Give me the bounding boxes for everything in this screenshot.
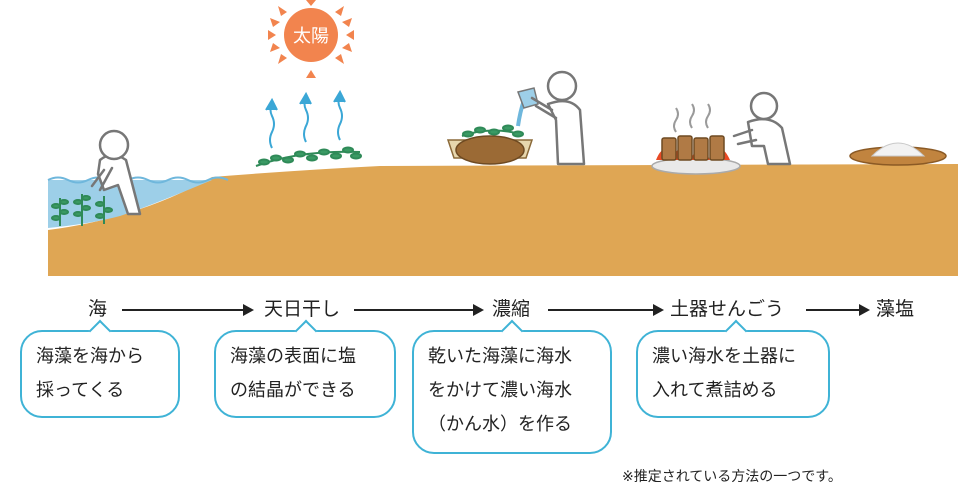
- arrow-3: [548, 304, 664, 316]
- arrow-1: [122, 304, 254, 316]
- description-bubble-pottery-boiling: 濃い海水を土器に 入れて煮詰める: [636, 319, 830, 418]
- description-bubble-concentration: 乾いた海藻に海水 をかけて濃い海水 （かん水）を作る: [412, 319, 612, 454]
- person-icon: [530, 70, 586, 166]
- bubble-pointer: [500, 319, 524, 343]
- step-label-pottery-boiling: 土器せんごう: [670, 298, 785, 320]
- pot-icon: [661, 135, 725, 161]
- description-line: 海藻の表面に塩: [230, 346, 356, 367]
- description-bubble-sun-drying: 海藻の表面に塩 の結晶ができる: [214, 319, 396, 418]
- person-icon: [732, 91, 792, 166]
- step-label-moshio: 藻塩: [876, 298, 915, 320]
- description-line: をかけて濃い海水: [428, 380, 572, 401]
- process-illustration: 太陽: [47, 0, 958, 276]
- seaweed-icon: [51, 194, 113, 226]
- description-line: 採ってくる: [36, 380, 125, 401]
- description-line: の結晶ができる: [230, 380, 356, 401]
- step-label-concentration: 濃縮: [492, 298, 531, 320]
- bubble-pointer: [724, 319, 748, 343]
- sun-icon: 太陽: [268, 0, 354, 78]
- arrow-2: [354, 304, 484, 316]
- description-line: 乾いた海藻に海水: [428, 346, 572, 367]
- bubble-pointer: [88, 319, 112, 343]
- salt-plate-icon: [849, 142, 947, 166]
- bubble-pointer: [294, 319, 318, 343]
- description-line: 濃い海水を土器に: [652, 346, 796, 367]
- water-pour: [516, 87, 539, 127]
- step-label-sea: 海: [88, 298, 108, 320]
- steam-icon: [673, 103, 711, 133]
- description-bubble-sea: 海藻を海から 採ってくる: [20, 319, 180, 418]
- description-line: （かん水）を作る: [428, 414, 572, 435]
- heat-arrows: [265, 89, 346, 149]
- description-line: 入れて煮詰める: [652, 380, 778, 401]
- bowl-icon: [446, 124, 534, 165]
- description-line: 海藻を海から: [36, 346, 144, 367]
- step-label-sun-drying: 天日干し: [264, 298, 341, 320]
- footnote: ※推定されている方法の一つです。: [622, 469, 842, 485]
- drying-seaweed-icon: [255, 146, 362, 167]
- person-icon: [90, 129, 142, 216]
- sun-label: 太陽: [293, 26, 329, 47]
- ground: [48, 164, 958, 276]
- sea-waves: [47, 176, 229, 184]
- arrow-4: [806, 304, 870, 316]
